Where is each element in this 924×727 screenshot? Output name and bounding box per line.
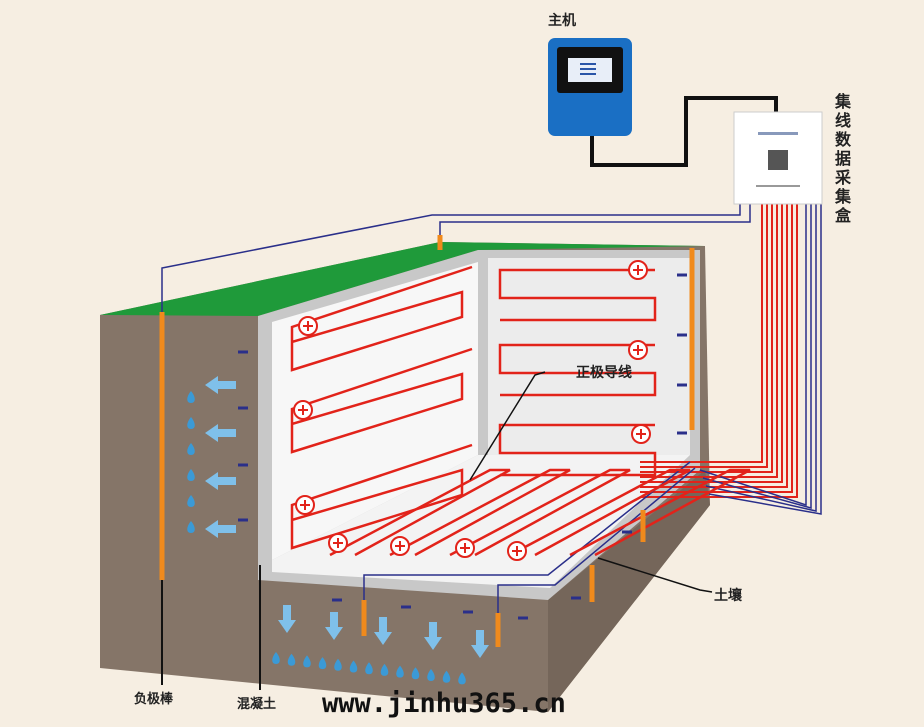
water-drop-icon (187, 495, 195, 507)
positive-wire (640, 204, 788, 488)
negative-wire (439, 204, 751, 240)
positive-wire (640, 204, 763, 463)
minus-icon (677, 333, 687, 337)
water-arrow-down-icon (278, 605, 296, 633)
minus-icon (518, 616, 528, 620)
water-drop-icon (287, 653, 296, 666)
water-arrow-down-icon (374, 617, 392, 645)
water-drop-icon (272, 652, 280, 664)
concrete-label: 混凝土 (237, 697, 277, 712)
water-drop-icon (318, 657, 327, 670)
minus-icon (622, 530, 632, 534)
positive-heating-wire (498, 423, 657, 477)
water-drop-icon (411, 667, 420, 680)
host-label: 主机 (548, 13, 576, 29)
plus-icon (633, 345, 643, 355)
negative-wire (161, 204, 741, 312)
minus-icon (677, 273, 687, 277)
water-drop-icon (427, 669, 435, 681)
water-arrow-down-icon (325, 612, 343, 640)
collector-box[interactable] (733, 111, 823, 205)
water-arrow-left-icon (205, 472, 236, 490)
plus-icon (333, 538, 343, 548)
negative-wire (699, 204, 807, 507)
minus-icon (238, 463, 248, 467)
soil-pointer (597, 557, 713, 593)
soil-label: 土壤 (714, 588, 742, 604)
water-drop-icon (349, 660, 358, 673)
negative-wire (705, 204, 817, 512)
positive-wire-label: 正极导线 (576, 365, 632, 381)
host-cable (590, 96, 778, 167)
water-arrow-left-icon (205, 520, 236, 538)
negative-wire (708, 204, 822, 515)
plus-icon (298, 405, 308, 415)
plus-icon (636, 429, 646, 439)
positive-heating-wire (498, 343, 657, 397)
negative-rod-label: 负极棒 (134, 692, 174, 707)
positive-heating-wire (389, 468, 571, 557)
minus-icon (238, 518, 248, 522)
minus-icon (677, 383, 687, 387)
positive-heating-wire (329, 468, 511, 557)
grass-surface (100, 242, 705, 316)
minus-icon (463, 610, 473, 614)
positive-wire (640, 204, 783, 483)
soil-right-face (548, 470, 710, 712)
positive-heating-wire (290, 265, 473, 372)
water-drop-icon (187, 391, 195, 403)
qr-code-icon (768, 150, 788, 170)
water-arrow-left-icon (205, 376, 236, 394)
positive-heating-wire (509, 468, 691, 557)
positive-heating-wire (449, 468, 631, 557)
positive-heating-wire (498, 268, 657, 322)
positive-wire-pointer (469, 371, 546, 481)
positive-heating-wire (290, 347, 473, 454)
minus-icon (238, 406, 248, 410)
water-arrow-left-icon (205, 424, 236, 442)
negative-wire (363, 461, 691, 600)
minus-icon (332, 598, 342, 602)
back-wall (488, 258, 690, 455)
left-wall (272, 262, 478, 560)
plus-icon (395, 541, 405, 551)
host-device[interactable] (548, 38, 632, 136)
positive-heating-wire (290, 443, 473, 550)
positive-heating-wire (569, 468, 751, 557)
minus-icon (571, 596, 581, 600)
water-drop-icon (334, 658, 342, 671)
positive-wire (640, 204, 778, 478)
plus-icon (300, 500, 310, 510)
plus-icon (633, 265, 643, 275)
negative-wire (702, 204, 812, 509)
water-drop-icon (442, 670, 451, 683)
water-drop-icon (396, 665, 404, 678)
minus-icon (401, 605, 411, 609)
water-drop-icon (380, 663, 389, 676)
positive-wire (640, 204, 768, 468)
collector-box-label: 集线数据采集盒 (834, 92, 851, 225)
positive-wire (640, 204, 798, 498)
water-drop-icon (458, 672, 466, 685)
plus-icon (460, 543, 470, 553)
plus-icon (512, 546, 522, 556)
minus-icon (238, 350, 248, 354)
water-arrow-down-icon (471, 630, 489, 658)
watermark-url: www.jinhu365.cn (322, 688, 566, 719)
water-drop-icon (303, 655, 311, 668)
plus-icon (303, 321, 313, 331)
water-drop-icon (187, 469, 195, 481)
water-drop-icon (187, 521, 195, 533)
water-drop-icon (187, 417, 195, 429)
water-drop-icon (365, 662, 373, 675)
water-drop-icon (187, 443, 195, 455)
minus-icon (677, 431, 687, 435)
water-arrow-down-icon (424, 622, 442, 650)
floor (272, 455, 690, 588)
